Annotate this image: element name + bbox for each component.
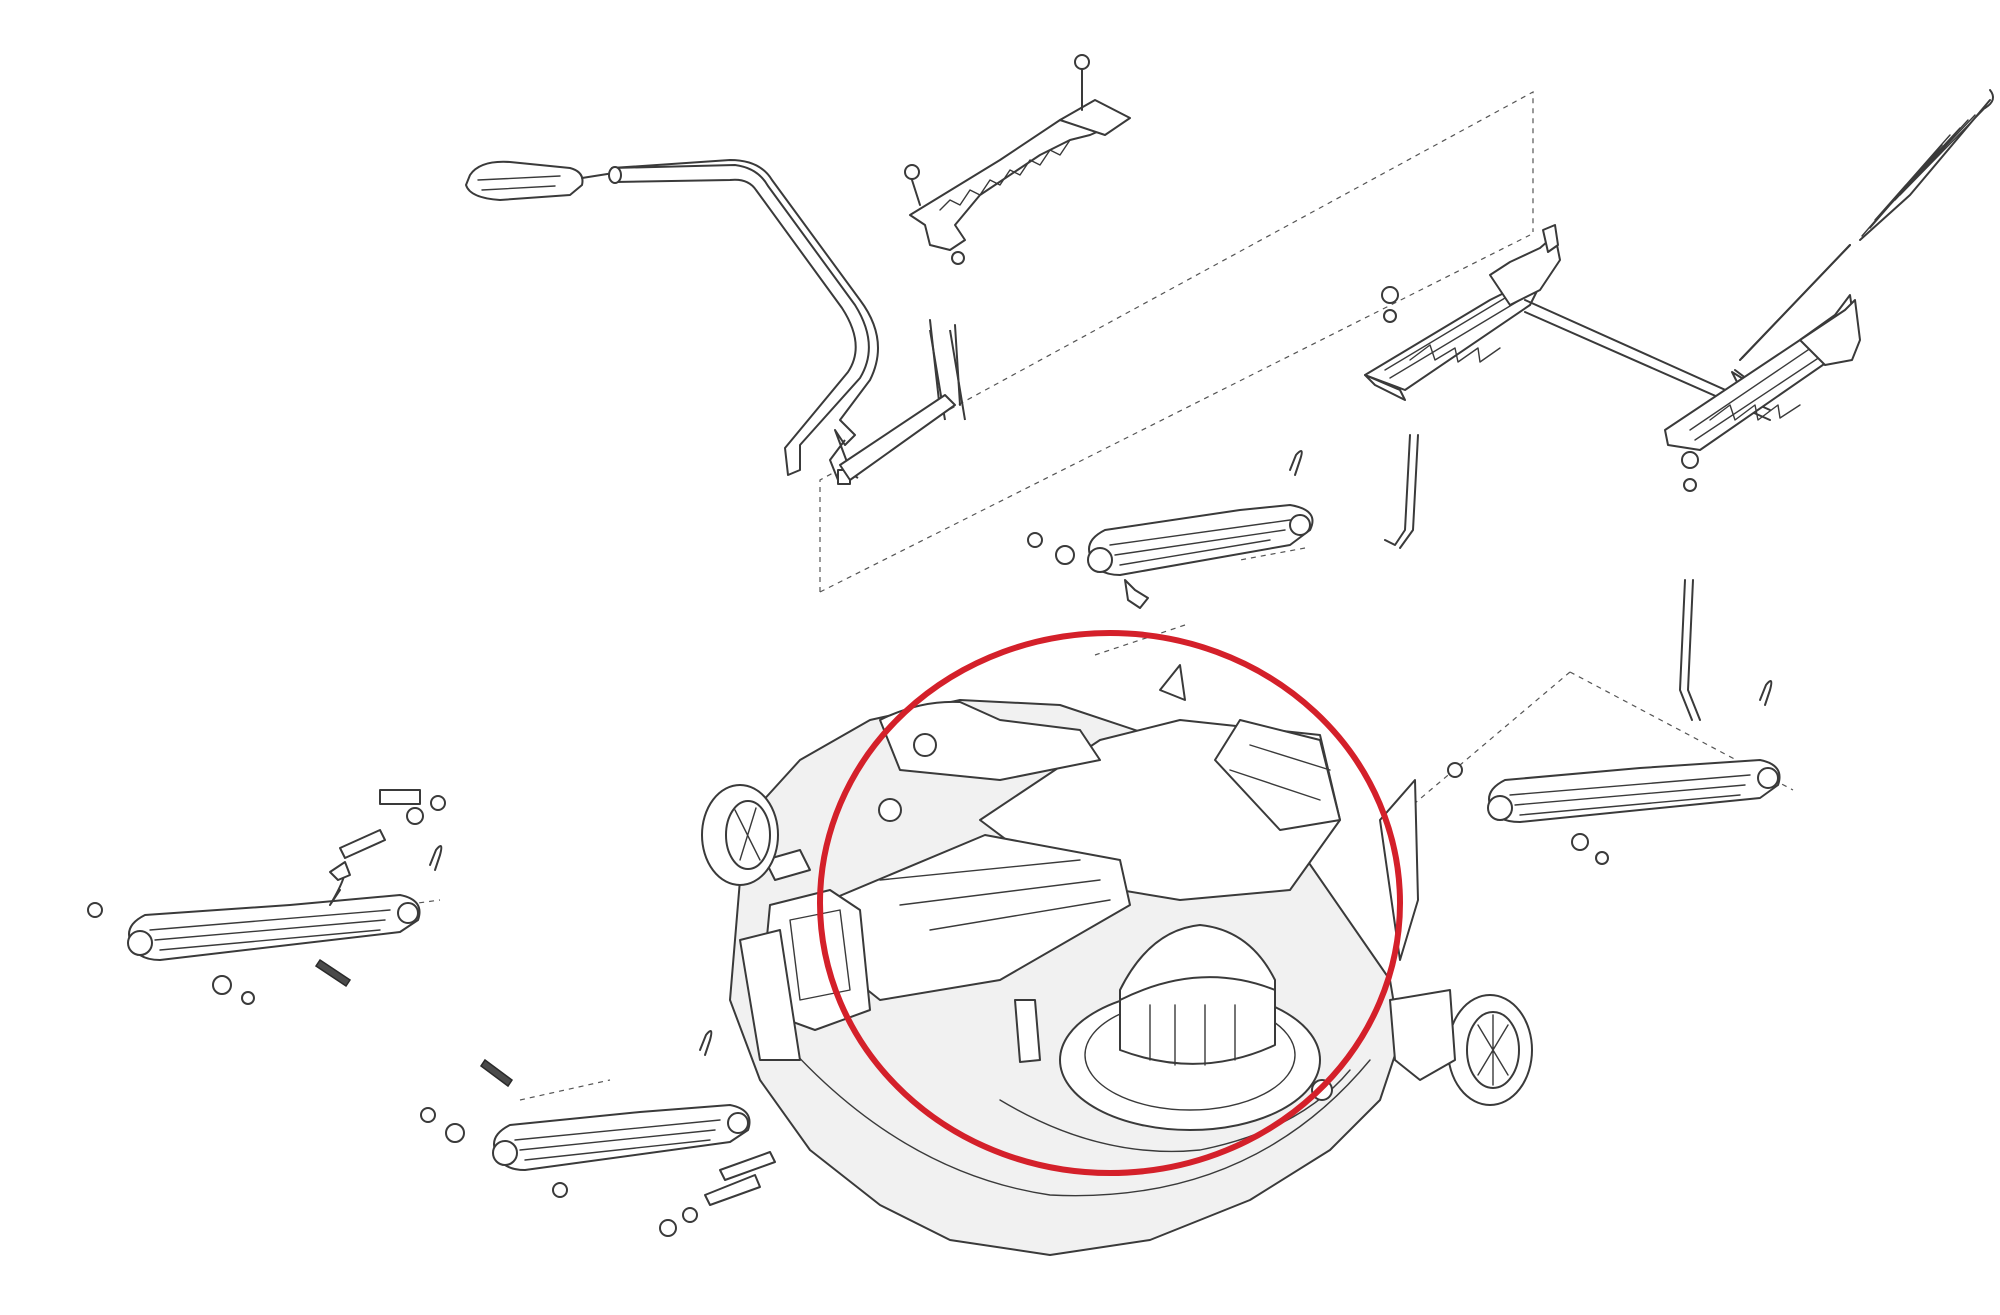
lift-lever-handle (465, 159, 966, 485)
hanger-arm-right (1447, 680, 1781, 865)
rear-hanger-bracket-assembly (1364, 224, 1861, 721)
front-hanger-arm-upper (1027, 450, 1314, 609)
hanger-arm-lower (420, 1030, 776, 1237)
hanger-arm-left (87, 789, 446, 1005)
highlight-circle (817, 630, 1403, 1176)
mower-deck (701, 664, 1533, 1256)
lift-spring (1731, 89, 1995, 399)
height-adjust-sector-plate (904, 54, 1131, 265)
